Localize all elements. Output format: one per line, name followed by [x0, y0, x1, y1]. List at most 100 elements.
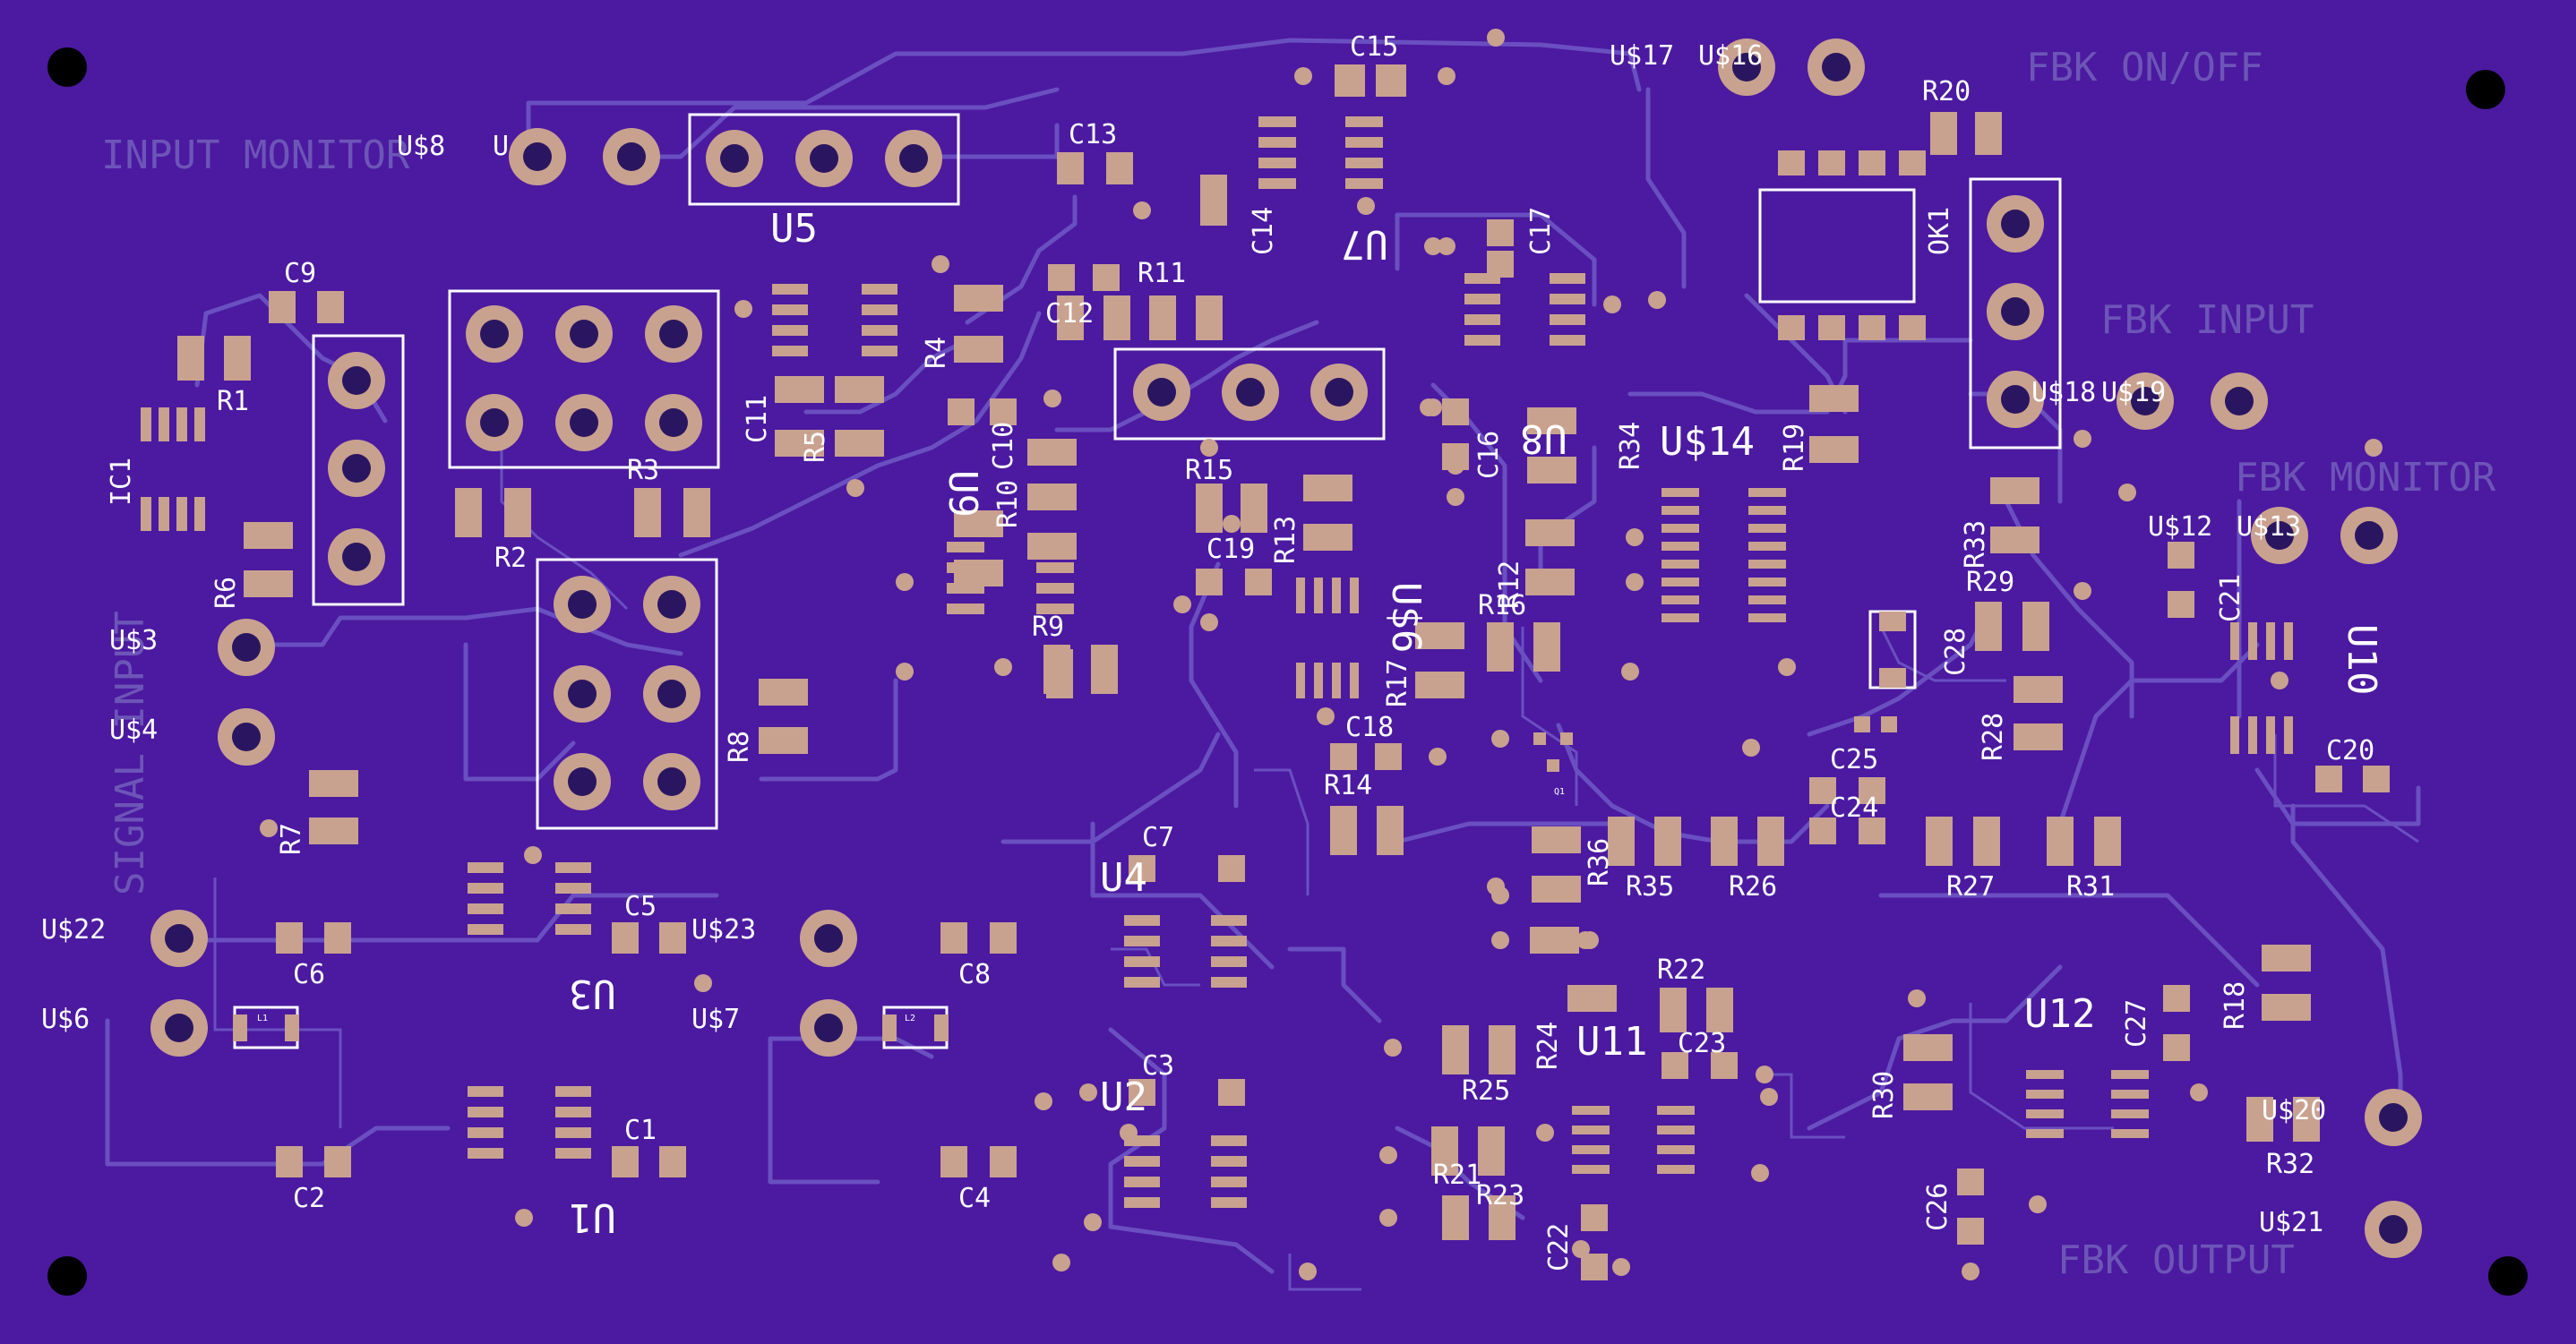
u14-tssop	[1662, 488, 1786, 622]
ref-u22: U$22	[41, 914, 106, 946]
ref-r23: R23	[1476, 1180, 1524, 1211]
ref-u12: U$12	[2148, 511, 2212, 543]
ref-r35: R35	[1626, 871, 1674, 903]
ref-r3: R3	[627, 455, 659, 486]
ref-r2: R2	[494, 543, 527, 574]
ref-r30: R30	[1868, 1071, 1900, 1119]
ref-q1: Q1	[1554, 787, 1565, 797]
label-fbk-input: FBK INPUT	[2100, 297, 2314, 343]
label-fbk-on-off: FBK ON/OFF	[2026, 45, 2263, 90]
connector-u23-u7-pads	[800, 910, 857, 1057]
connector-u17-u16-pads	[1718, 39, 1865, 96]
ref-c11: C11	[742, 395, 773, 443]
ref-c28: C28	[1940, 628, 1971, 676]
ref-r25: R25	[1462, 1075, 1510, 1107]
smd-pads	[177, 64, 2390, 1280]
ref-c14: C14	[1248, 207, 1279, 255]
ref-r33: R33	[1960, 520, 1991, 569]
connector-ok1-header	[1969, 177, 2062, 449]
label-fbk-output: FBK OUTPUT	[2057, 1237, 2295, 1283]
ref-c2: C2	[293, 1183, 325, 1214]
ic1-footprint	[141, 407, 205, 531]
ref-c8: C8	[958, 959, 991, 990]
ref-c12: C12	[1045, 298, 1094, 330]
ref-r28: R28	[1978, 713, 2009, 761]
ref-l1: L1	[257, 1014, 268, 1023]
ref-r27: R27	[1946, 871, 1995, 903]
through-hole-connectors	[150, 39, 2422, 1258]
ref-c25: C25	[1830, 744, 1878, 775]
ref-u21: U$21	[2259, 1207, 2323, 1238]
ref-r8: R8	[724, 731, 755, 763]
component-labels: U$8 U U5 C13 C15 U$17 U$16 R20 OK1 C14 U…	[41, 31, 2384, 1271]
ref-u8-partial: U	[493, 131, 509, 162]
mount-hole-top-right	[2466, 70, 2505, 109]
connector-c9-header	[312, 334, 405, 606]
ref-r29: R29	[1966, 567, 2014, 598]
ref-c19: C19	[1206, 534, 1255, 565]
ref-u2-chip: U2	[1100, 1074, 1147, 1120]
ref-c1: C1	[624, 1115, 657, 1146]
ref-r4: R4	[921, 337, 952, 369]
ref-u6-conn: U$6	[41, 1004, 90, 1035]
ref-u8: U$8	[397, 131, 445, 162]
ref-c27: C27	[2121, 999, 2152, 1048]
ref-c24: C24	[1830, 792, 1878, 824]
ref-r20: R20	[1922, 76, 1971, 107]
mount-hole-bottom-right	[2488, 1256, 2528, 1296]
ref-u6: U$6	[1383, 582, 1429, 653]
ref-u4-chip: U4	[1100, 855, 1147, 901]
ref-c18: C18	[1345, 712, 1394, 743]
u2-soic	[1124, 1135, 1247, 1208]
ref-c6: C6	[293, 959, 325, 990]
ref-c5: C5	[624, 891, 657, 922]
ref-r22: R22	[1657, 954, 1705, 986]
ref-c10: C10	[988, 422, 1019, 470]
ref-c21: C21	[2215, 574, 2246, 622]
u11-tssop	[1572, 1106, 1695, 1174]
ref-u17: U$17	[1610, 40, 1674, 72]
ref-r21: R21	[1433, 1160, 1481, 1191]
ref-r36: R36	[1584, 838, 1615, 886]
ref-u4: U$4	[109, 715, 158, 746]
mount-hole-top-left	[47, 47, 87, 87]
ic-footprints	[141, 116, 2293, 1208]
vias	[260, 29, 2383, 1280]
ref-r6: R6	[210, 577, 242, 609]
ref-u13: U$13	[2237, 511, 2301, 543]
ref-u19: U$19	[2101, 377, 2166, 408]
ref-c23: C23	[1678, 1028, 1726, 1059]
connector-r15-header	[1113, 347, 1386, 441]
connector-3x2-middle	[536, 558, 718, 830]
u4-soic	[1124, 915, 1247, 988]
ref-u5: U5	[770, 206, 818, 252]
ref-c13: C13	[1069, 119, 1117, 150]
ref-u3: U$3	[109, 625, 158, 656]
mount-hole-bottom-left	[47, 1256, 87, 1296]
ref-u20: U$20	[2262, 1095, 2326, 1126]
ref-r12: R12	[1494, 561, 1525, 609]
ref-c9: C9	[284, 258, 316, 289]
ref-u18: U$18	[2031, 377, 2096, 408]
ref-u1-chip: U1	[569, 1194, 616, 1240]
connector-u12-u13-pads	[2251, 507, 2398, 564]
ref-c22: C22	[1543, 1223, 1575, 1271]
ref-c17: C17	[1525, 207, 1557, 255]
ref-r10: R10	[992, 480, 1024, 528]
ref-u3-chip: U3	[569, 971, 616, 1016]
ref-u8-chip: U8	[1520, 415, 1567, 461]
u7-soic	[1258, 116, 1383, 189]
ref-r19: R19	[1779, 424, 1810, 472]
connector-2x3-top	[448, 289, 720, 469]
u6-msop	[1296, 578, 1359, 698]
u8-soic	[1464, 273, 1585, 346]
ref-r9: R9	[1032, 612, 1064, 643]
ref-ic1: IC1	[106, 458, 137, 506]
ref-r1: R1	[217, 386, 249, 417]
ref-c26: C26	[1922, 1183, 1953, 1231]
u9-soic	[947, 542, 1074, 614]
ref-u7-conn: U$7	[691, 1004, 740, 1035]
ok1-body	[1758, 188, 1916, 304]
